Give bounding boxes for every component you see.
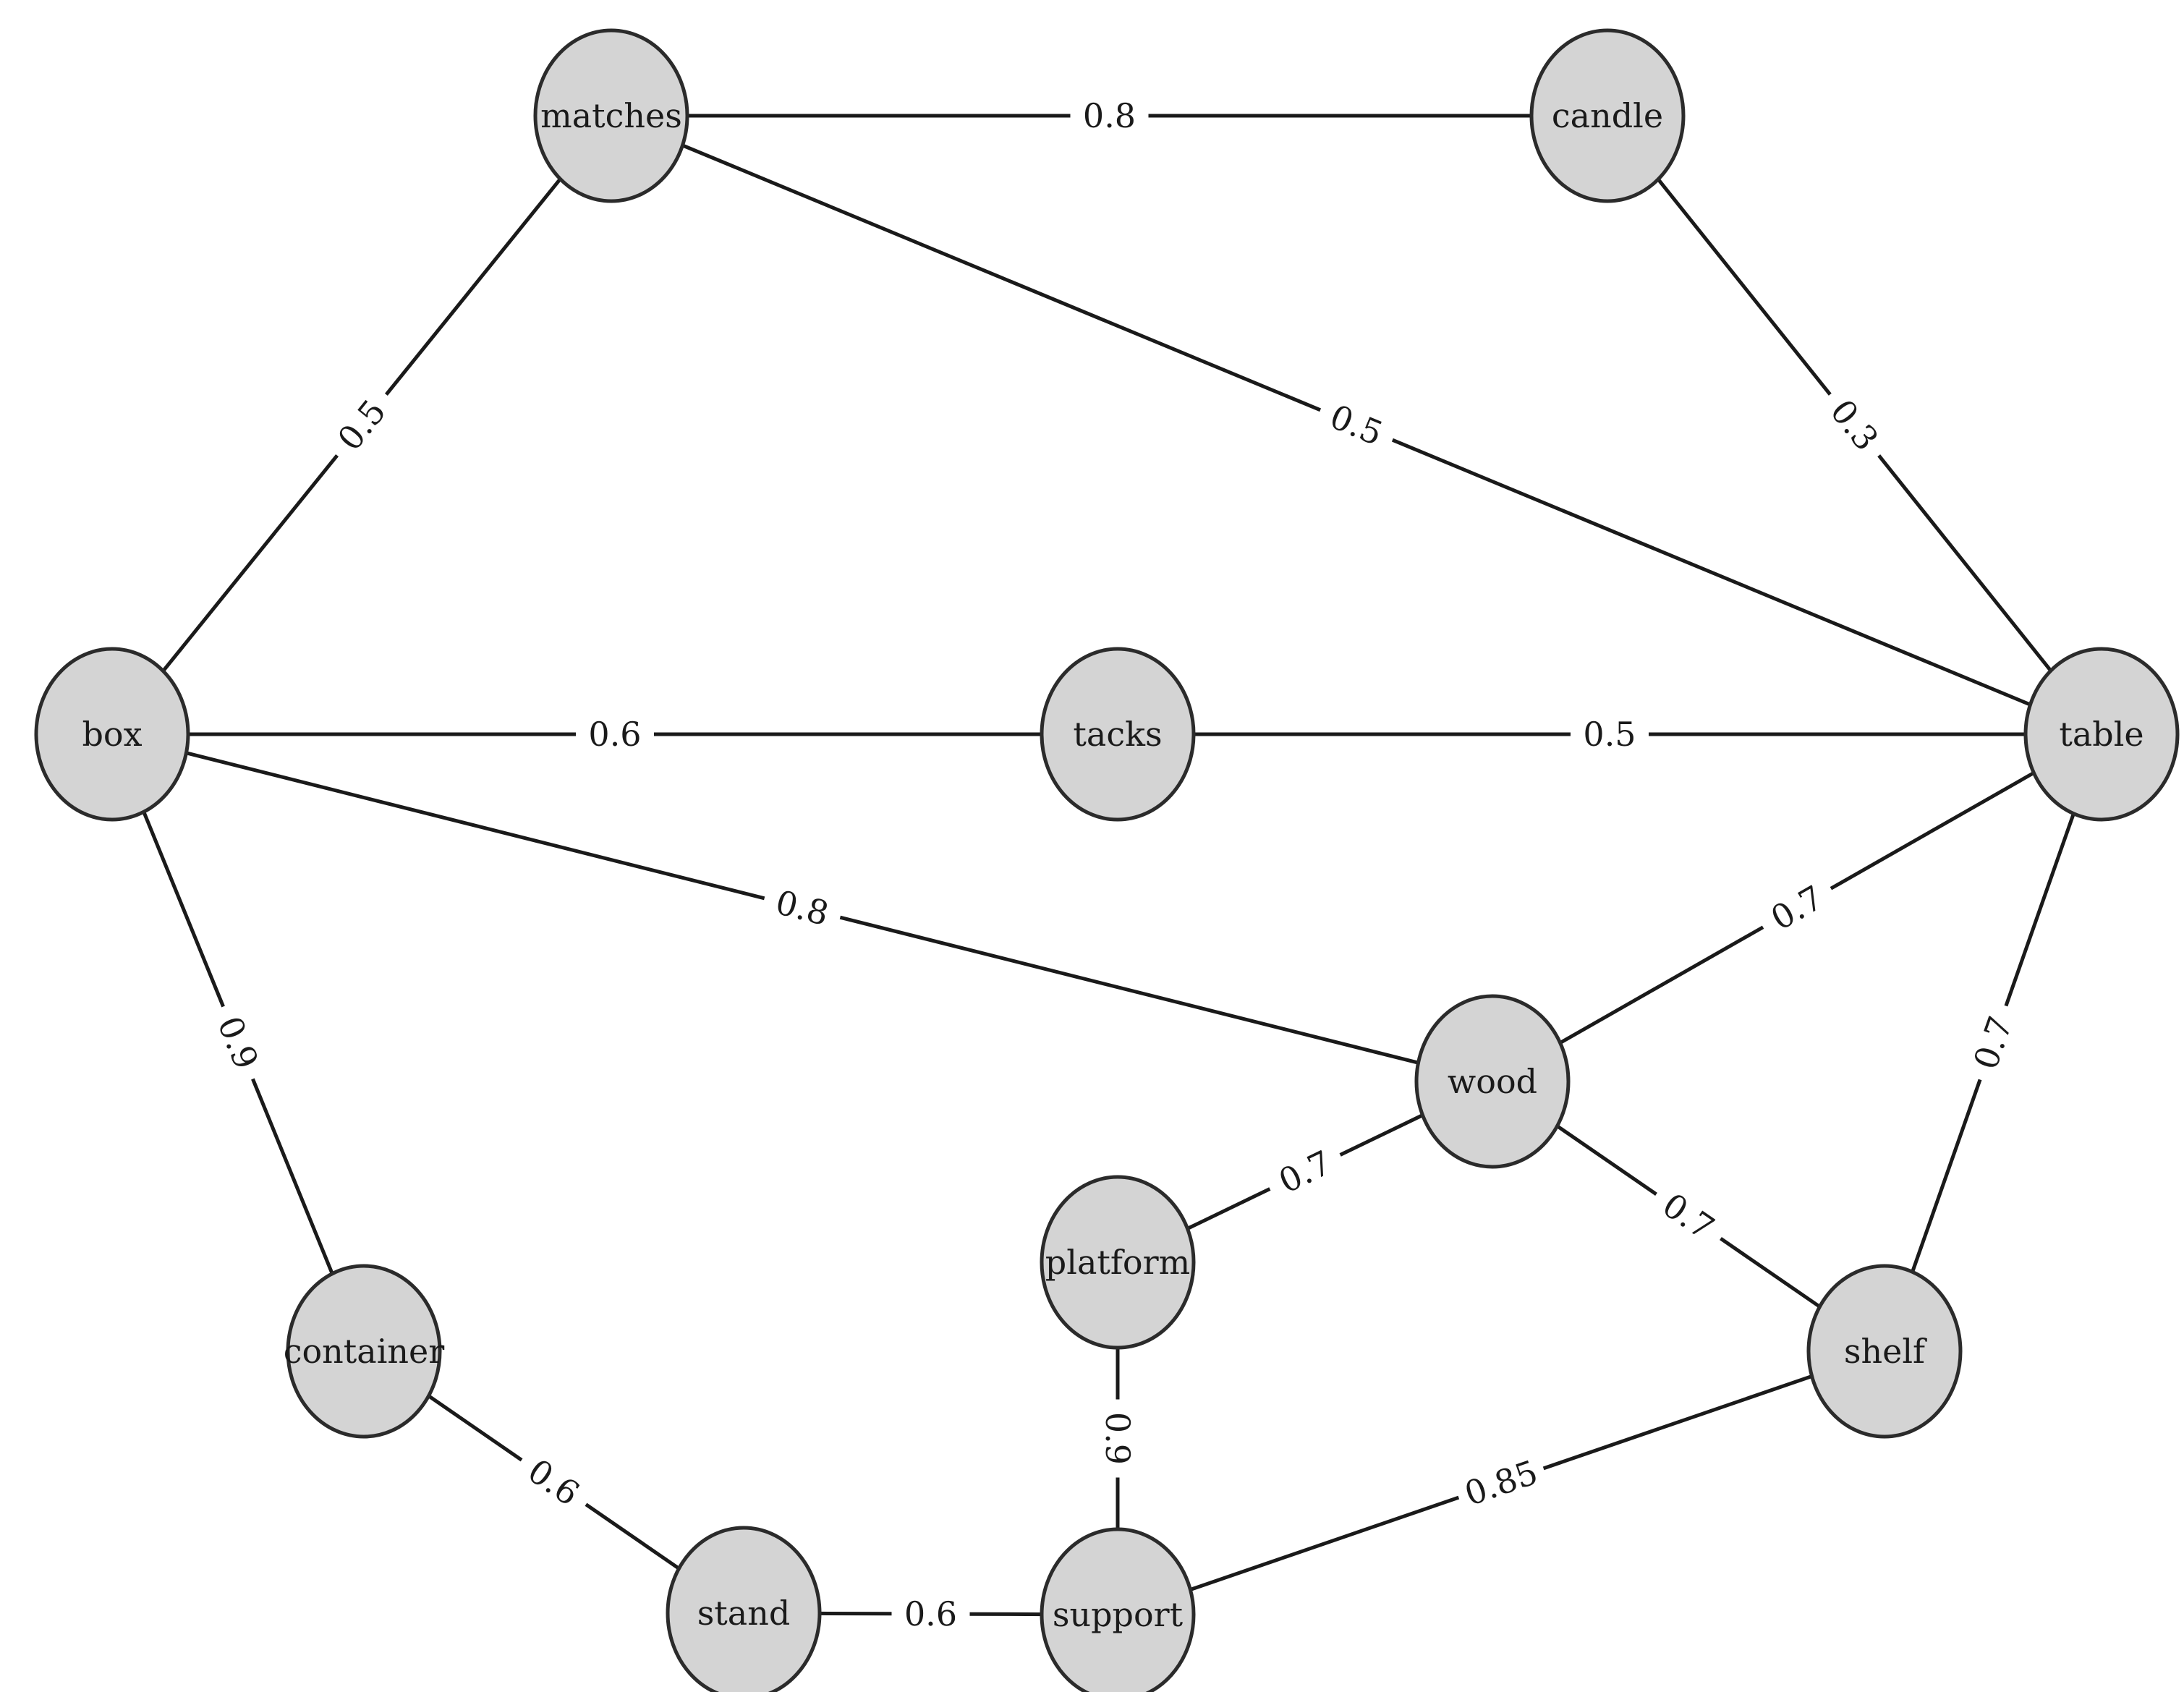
edge-weight-label: 0.85 bbox=[1460, 1453, 1542, 1513]
node-shape-support[interactable] bbox=[1040, 1527, 1196, 1692]
node-shape-shelf[interactable] bbox=[1806, 1264, 1963, 1439]
edge-matches-box bbox=[384, 177, 562, 396]
edge-weight-label: 0.5 bbox=[1325, 397, 1388, 454]
node-label-platform: platform bbox=[1045, 1243, 1190, 1282]
node-shape-container[interactable] bbox=[286, 1264, 442, 1439]
edge-table-shelf bbox=[1911, 1079, 1982, 1273]
node-shape-tacks[interactable] bbox=[1040, 647, 1196, 822]
node-label-wood: wood bbox=[1448, 1062, 1537, 1101]
node-container[interactable]: container bbox=[284, 1264, 445, 1439]
edge-container-stand bbox=[428, 1394, 523, 1462]
edge-weight-label: 0.8 bbox=[772, 883, 833, 933]
edge-weight-label: 0.6 bbox=[588, 715, 641, 754]
node-tacks[interactable]: tacks bbox=[1040, 647, 1196, 822]
edge-candle-table bbox=[1657, 178, 1832, 396]
edge-wood-shelf bbox=[1556, 1124, 1657, 1196]
node-shape-stand[interactable] bbox=[666, 1526, 822, 1692]
node-platform[interactable]: platform bbox=[1040, 1175, 1196, 1350]
edge-wood-platform bbox=[1186, 1187, 1271, 1230]
edge-weight-label: 0.7 bbox=[1764, 877, 1830, 938]
edge-weight-label: 0.3 bbox=[1823, 392, 1887, 458]
edge-box-container bbox=[142, 811, 225, 1008]
node-stand[interactable]: stand bbox=[666, 1526, 822, 1692]
edge-matches-table bbox=[1391, 438, 2031, 707]
edge-container-stand bbox=[585, 1502, 680, 1570]
node-label-shelf: shelf bbox=[1844, 1332, 1927, 1371]
node-label-candle: candle bbox=[1552, 96, 1663, 135]
node-shape-matches[interactable] bbox=[533, 28, 689, 203]
edge-weight-label: 0.5 bbox=[330, 392, 394, 458]
node-support[interactable]: support bbox=[1040, 1527, 1196, 1692]
edge-table-wood bbox=[1830, 771, 2035, 890]
edge-weight-label: 0.9 bbox=[1098, 1412, 1137, 1465]
node-shape-box[interactable] bbox=[34, 647, 190, 822]
edge-matches-box bbox=[161, 454, 339, 673]
node-label-table: table bbox=[2059, 715, 2143, 754]
node-label-support: support bbox=[1053, 1595, 1184, 1634]
edge-box-wood bbox=[185, 751, 765, 901]
node-label-tacks: tacks bbox=[1073, 715, 1162, 754]
edge-box-container bbox=[251, 1078, 334, 1275]
node-shelf[interactable]: shelf bbox=[1806, 1264, 1963, 1439]
edge-table-shelf bbox=[2004, 812, 2075, 1007]
edge-wood-shelf bbox=[1720, 1237, 1821, 1309]
node-shape-wood[interactable] bbox=[1414, 994, 1571, 1169]
edges-layer bbox=[142, 114, 2075, 1617]
edge-weight-label: 0.7 bbox=[1272, 1143, 1337, 1201]
nodes-layer: matches candle box tacks table wood platform co… bbox=[34, 28, 2180, 1692]
edge-box-wood bbox=[839, 915, 1419, 1065]
node-shape-platform[interactable] bbox=[1040, 1175, 1196, 1350]
edge-support-shelf bbox=[1542, 1374, 1813, 1471]
edge-candle-table bbox=[1877, 454, 2052, 672]
edge-matches-table bbox=[681, 143, 1322, 412]
edge-wood-platform bbox=[1339, 1113, 1424, 1157]
edge-weight-label: 0.6 bbox=[904, 1594, 957, 1633]
edge-support-shelf bbox=[1189, 1495, 1460, 1591]
node-shape-table[interactable] bbox=[2023, 647, 2180, 822]
node-shape-candle[interactable] bbox=[1529, 28, 1686, 203]
edge-weight-label: 0.9 bbox=[210, 1011, 266, 1074]
node-candle[interactable]: candle bbox=[1529, 28, 1686, 203]
node-label-container: container bbox=[284, 1332, 445, 1371]
node-label-matches: matches bbox=[540, 96, 682, 135]
node-table[interactable]: table bbox=[2023, 647, 2180, 822]
edge-weight-label: 0.8 bbox=[1083, 96, 1136, 135]
edge-weight-label: 0.7 bbox=[1656, 1186, 1722, 1248]
edge-labels-layer: 0.8 0.5 0.5 0.3 0.6 0.5 0.8 0.9 0.7 0.7 0.7 0.7 0.9 0… bbox=[210, 96, 2020, 1633]
edge-weight-label: 0.5 bbox=[1583, 715, 1636, 754]
node-label-box: box bbox=[82, 715, 142, 754]
edge-table-wood bbox=[1559, 925, 1764, 1045]
node-box[interactable]: box bbox=[34, 647, 190, 822]
edge-weight-label: 0.6 bbox=[521, 1451, 587, 1513]
node-matches[interactable]: matches bbox=[533, 28, 689, 203]
edge-weight-label: 0.7 bbox=[1966, 1011, 2020, 1074]
node-label-stand: stand bbox=[697, 1594, 791, 1633]
node-wood[interactable]: wood bbox=[1414, 994, 1571, 1169]
